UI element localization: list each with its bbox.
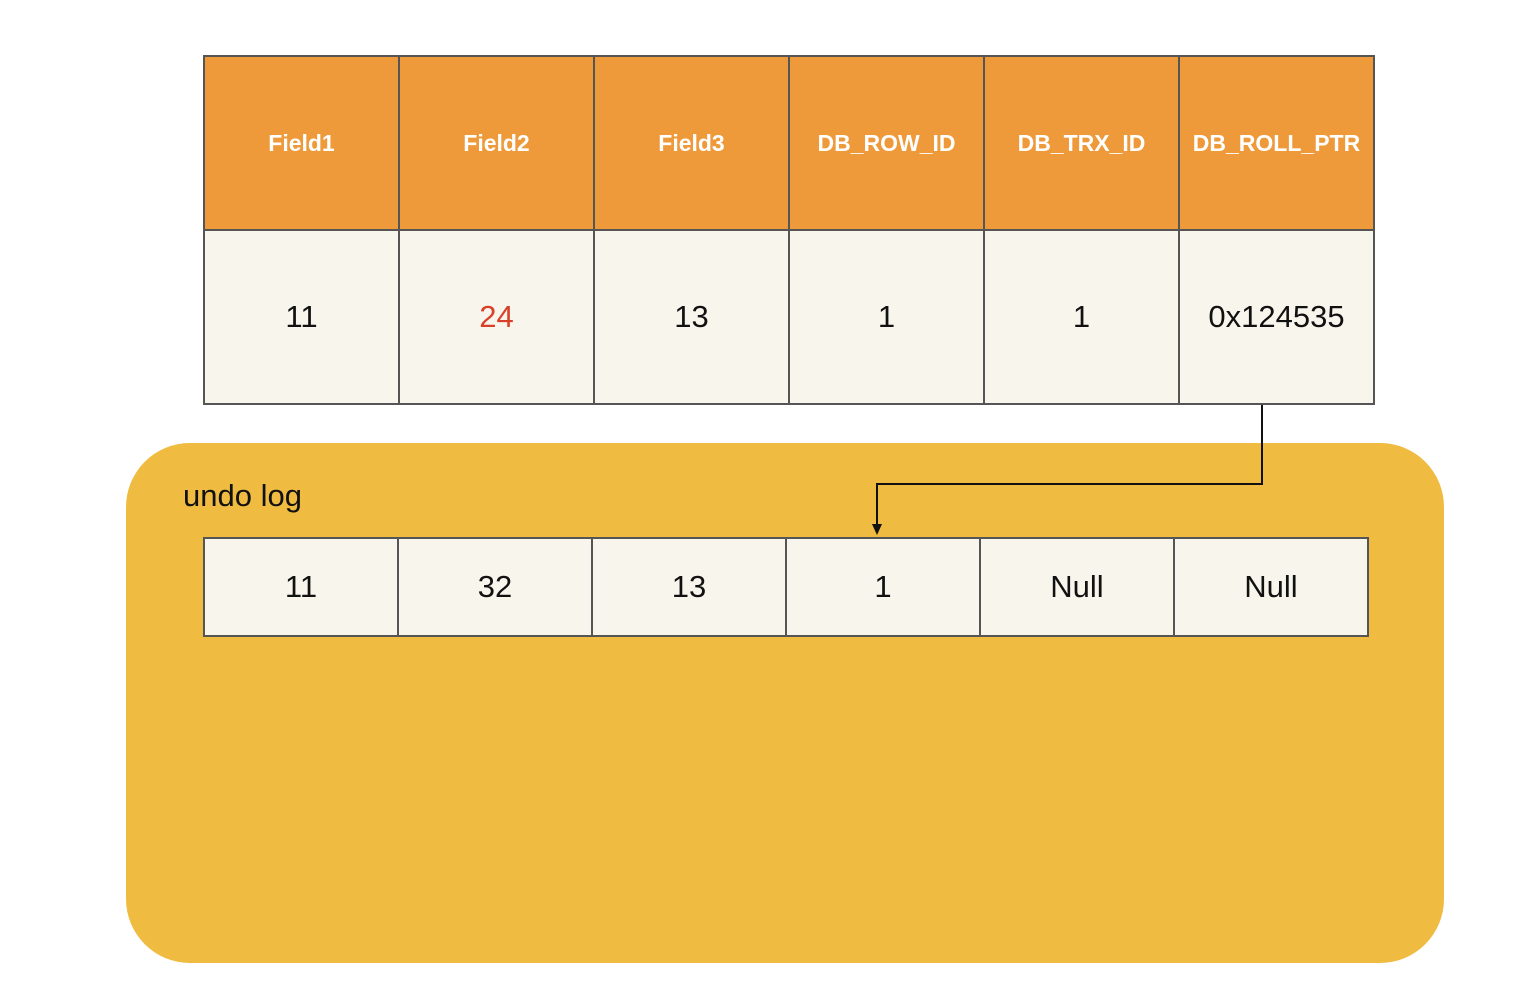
header-db-trx-id: DB_TRX_ID [983,55,1180,231]
undo-db-trx-id: Null [979,537,1175,637]
record-table: Field1 Field2 Field3 DB_ROW_ID DB_TRX_ID… [203,55,1375,405]
undo-log-record: 11 32 13 1 Null Null [203,537,1369,637]
undo-field1: 11 [203,537,399,637]
value-field3: 13 [593,229,790,405]
record-value-row: 11 24 13 1 1 0x124535 [203,229,1375,405]
header-db-row-id: DB_ROW_ID [788,55,985,231]
undo-log-label: undo log [183,478,302,513]
undo-log-container [126,443,1444,963]
header-field2: Field2 [398,55,595,231]
header-field1: Field1 [203,55,400,231]
undo-db-row-id: 1 [785,537,981,637]
header-field3: Field3 [593,55,790,231]
value-db-row-id: 1 [788,229,985,405]
value-db-trx-id: 1 [983,229,1180,405]
record-header-row: Field1 Field2 Field3 DB_ROW_ID DB_TRX_ID… [203,55,1375,231]
value-db-roll-ptr: 0x124535 [1178,229,1375,405]
undo-field2: 32 [397,537,593,637]
value-field2-changed: 24 [398,229,595,405]
undo-log-row: 11 32 13 1 Null Null [203,537,1369,637]
undo-db-roll-ptr: Null [1173,537,1369,637]
header-db-roll-ptr: DB_ROLL_PTR [1178,55,1375,231]
value-field1: 11 [203,229,400,405]
undo-field3: 13 [591,537,787,637]
